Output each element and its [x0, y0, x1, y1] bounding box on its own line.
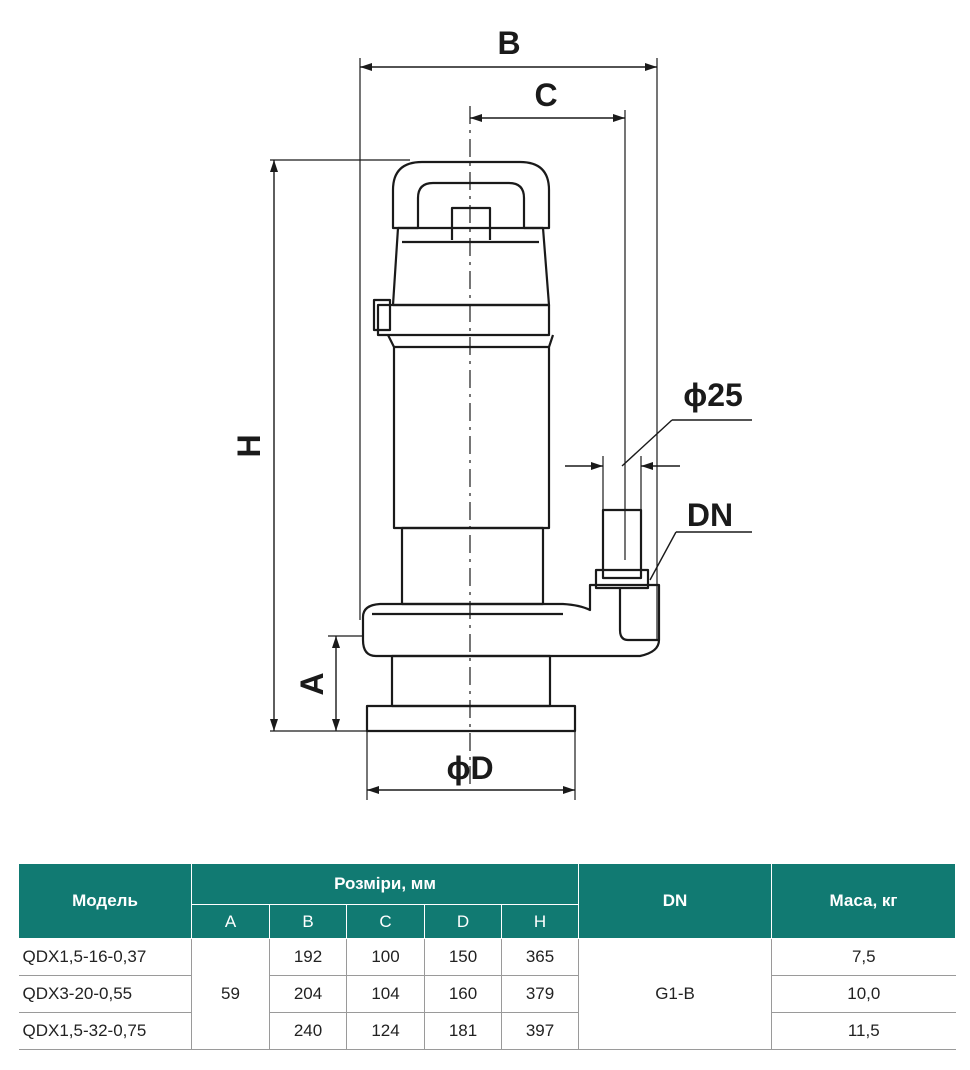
- cell-mass: 10,0: [771, 975, 956, 1013]
- pump-handle: [391, 160, 551, 230]
- header-col-h: H: [500, 904, 580, 939]
- pump-base-plate: [365, 704, 577, 733]
- pump-technical-drawing: B C H A ϕD ϕ25 DN: [231, 25, 752, 800]
- cell-d: 181: [424, 1012, 502, 1050]
- cell-d: 150: [424, 938, 502, 976]
- table-row: QDX1,5-32-0,75 240 124 181 397 11,5: [18, 1012, 956, 1050]
- header-model: Модель: [18, 863, 192, 939]
- header-dimensions: Розміри, мм: [190, 863, 580, 905]
- cap-flange: [376, 303, 551, 337]
- cell-mass: 7,5: [771, 938, 956, 976]
- label-phi25: ϕ25: [683, 377, 743, 413]
- cell-a-shared: 59: [191, 938, 270, 1050]
- pump-housing: [361, 583, 661, 658]
- cell-c: 104: [346, 975, 425, 1013]
- leader-phi25: [621, 419, 673, 467]
- outlet-fitting: [594, 568, 650, 590]
- header-mass: Маса, кг: [771, 863, 957, 939]
- motor-cap: [391, 226, 551, 307]
- cell-h: 365: [500, 938, 579, 976]
- cell-dn-shared: G1-B: [578, 938, 772, 1050]
- cell-mass: 11,5: [771, 1012, 956, 1050]
- cell-b: 240: [269, 1012, 347, 1050]
- leader-dn: [649, 531, 677, 581]
- cell-h: 379: [500, 975, 579, 1013]
- label-DN: DN: [687, 497, 733, 533]
- table-row: QDX3-20-0,55 204 104 160 379 10,0: [18, 975, 956, 1013]
- cell-b: 204: [269, 975, 347, 1013]
- header-col-c: C: [346, 904, 425, 939]
- handle-notch: [450, 206, 492, 240]
- header-col-d: D: [424, 904, 502, 939]
- cell-model: QDX1,5-16-0,37: [18, 938, 192, 976]
- cell-model: QDX1,5-32-0,75: [18, 1012, 192, 1050]
- header-col-a: A: [191, 904, 270, 939]
- pump-neck: [400, 526, 545, 606]
- label-H: H: [231, 434, 267, 457]
- outlet-pipe: [601, 508, 643, 580]
- cell-h: 397: [500, 1012, 579, 1050]
- cell-c: 124: [346, 1012, 425, 1050]
- pump-base-column: [390, 654, 552, 708]
- cell-b: 192: [269, 938, 347, 976]
- cell-d: 160: [424, 975, 502, 1013]
- specification-table: Модель Розміри, мм DN Маса, кг A B C D H…: [18, 863, 957, 1050]
- cell-model: QDX3-20-0,55: [18, 975, 192, 1013]
- header-col-b: B: [269, 904, 347, 939]
- label-C: C: [534, 77, 557, 113]
- label-B: B: [497, 25, 520, 61]
- header-dn: DN: [578, 863, 773, 939]
- cell-c: 100: [346, 938, 425, 976]
- label-phiD: ϕD: [446, 750, 493, 786]
- label-A: A: [294, 672, 330, 695]
- table-row: QDX1,5-16-0,37 59 192 100 150 365 G1-B 7…: [18, 938, 956, 1050]
